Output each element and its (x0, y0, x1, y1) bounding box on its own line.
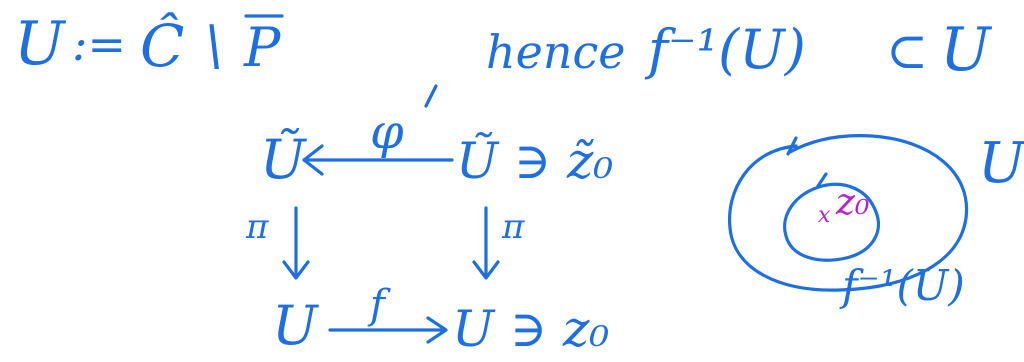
definition-assign: := (72, 17, 126, 71)
hence-word: hence (486, 25, 625, 79)
inclusion-rhs: U (940, 15, 993, 85)
definition-c-hat: Ĉ (140, 12, 184, 80)
inclusion-statement: f⁻¹(U) ⊂ U (644, 15, 993, 85)
bottom-arrow-head (426, 316, 448, 344)
inclusion-subset: ⊂ (886, 22, 928, 80)
phi-prime-tick (424, 84, 438, 108)
diagram-bottom-left: U (272, 294, 319, 357)
inner-curve-tail (816, 172, 828, 188)
outer-region-curve (727, 134, 969, 292)
definition-p-bar: P (243, 16, 282, 79)
commutative-diagram: Ũ φ Ũ ∋ z̃₀ π π U f U ∋ z₀ (245, 84, 613, 358)
top-arrow-head (302, 144, 324, 176)
diagram-right-arrow-label: π (501, 207, 525, 247)
point-label: z₀ (835, 182, 869, 223)
diagram-bottom-arrow-label: f (367, 282, 391, 328)
inner-region-label: f⁻¹(U) (839, 261, 965, 310)
diagram-top-right: Ũ ∋ z̃₀ (456, 131, 613, 190)
diagram-left-arrow-label: π (245, 207, 269, 247)
nested-region-picture: U x z₀ f⁻¹(U) (727, 131, 1024, 310)
diagram-top-left: Ũ (260, 127, 307, 191)
inclusion-lhs: f⁻¹(U) (644, 18, 806, 81)
inner-region-curve (783, 182, 881, 262)
outer-region-label: U (978, 131, 1024, 196)
outer-curve-tail (786, 136, 798, 156)
point-mark: x (818, 203, 831, 228)
definition-line: U := Ĉ \ P (14, 9, 284, 80)
definition-lhs: U (14, 9, 67, 79)
definition-setminus: \ (205, 14, 223, 77)
right-arrow-head (472, 260, 500, 280)
diagram-top-arrow-label: φ (370, 104, 404, 160)
left-arrow-head (282, 260, 310, 280)
diagram-bottom-right: U ∋ z₀ (452, 300, 609, 358)
